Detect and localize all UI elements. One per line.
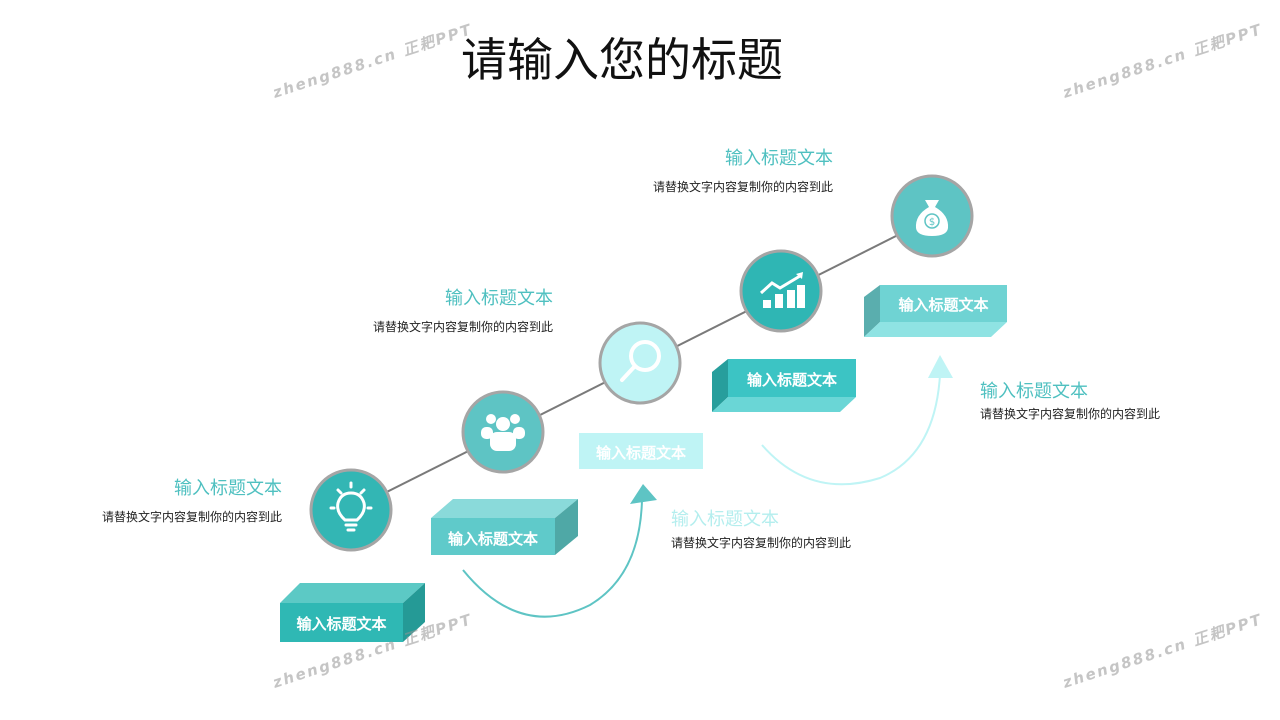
- page-title: 请输入您的标题: [461, 33, 783, 87]
- step-3-heading: 输入标题文本: [671, 509, 779, 530]
- step-4-heading: 输入标题文本: [725, 148, 833, 169]
- growth-chart-icon: [759, 272, 805, 308]
- step-2-heading: 输入标题文本: [445, 288, 553, 309]
- step-5-box-label: 输入标题文本: [898, 296, 989, 314]
- step-box-2: [431, 499, 578, 555]
- money-bag-icon: $: [915, 200, 949, 236]
- step-2-box-label: 输入标题文本: [447, 530, 538, 548]
- lightbulb-icon: [329, 481, 373, 532]
- magnifier-icon: [620, 340, 661, 382]
- curved-arrow-2: [761, 355, 953, 486]
- step-1-box-label: 输入标题文本: [296, 615, 387, 633]
- step-3-box-label: 输入标题文本: [595, 444, 686, 462]
- step-5-desc: 请替换文字内容复制你的内容到此: [980, 407, 1161, 421]
- step-4-box-label: 输入标题文本: [746, 371, 837, 389]
- circle-3: [598, 321, 682, 405]
- svg-text:$: $: [929, 217, 935, 228]
- step-2-desc: 请替换文字内容复制你的内容到此: [372, 320, 553, 334]
- step-1-desc: 请替换文字内容复制你的内容到此: [101, 510, 282, 524]
- step-box-1: [280, 583, 425, 642]
- step-box-3: [579, 433, 703, 469]
- step-4-desc: 请替换文字内容复制你的内容到此: [652, 180, 833, 194]
- step-3-desc: 请替换文字内容复制你的内容到此: [671, 536, 852, 550]
- curved-arrow-1: [462, 484, 657, 618]
- step-box-4: [712, 359, 856, 412]
- step-1-heading: 输入标题文本: [174, 478, 282, 499]
- people-icon: [481, 414, 525, 451]
- step-5-heading: 输入标题文本: [980, 381, 1088, 402]
- circle-4: [739, 249, 823, 333]
- step-box-5: [864, 285, 1007, 337]
- circle-1: [309, 468, 393, 552]
